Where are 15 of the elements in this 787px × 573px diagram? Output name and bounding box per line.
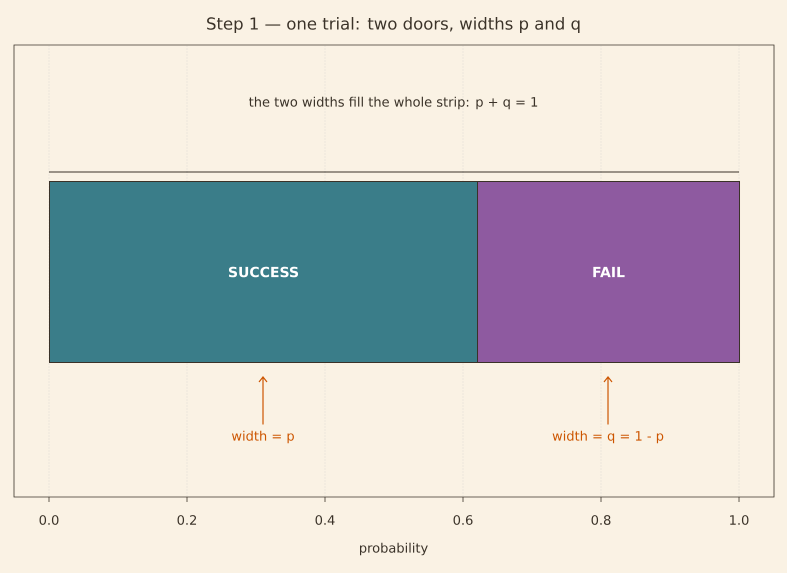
bar-segment: FAIL xyxy=(477,181,740,363)
tick-label: 0.0 xyxy=(40,515,58,525)
tick-label: 0.8 xyxy=(592,515,610,525)
axis-label: probability xyxy=(360,542,428,556)
arrow xyxy=(258,376,268,425)
tick-label: 1.0 xyxy=(730,515,748,525)
arrow xyxy=(604,376,612,425)
tick-label: 0.2 xyxy=(178,515,196,525)
annotation-text: width = p xyxy=(232,430,294,444)
note-text: the two widths fill the whole strip: p + q = 1 xyxy=(249,96,538,110)
bar-segment: SUCCESS xyxy=(49,181,478,363)
tick-label: 0.6 xyxy=(454,515,473,525)
annotation-text: width = q = 1 - p xyxy=(552,430,664,444)
chart-title: Step 1 — one trial: two doors, widths p and q xyxy=(207,17,580,33)
tick-label: 0.4 xyxy=(316,515,335,525)
